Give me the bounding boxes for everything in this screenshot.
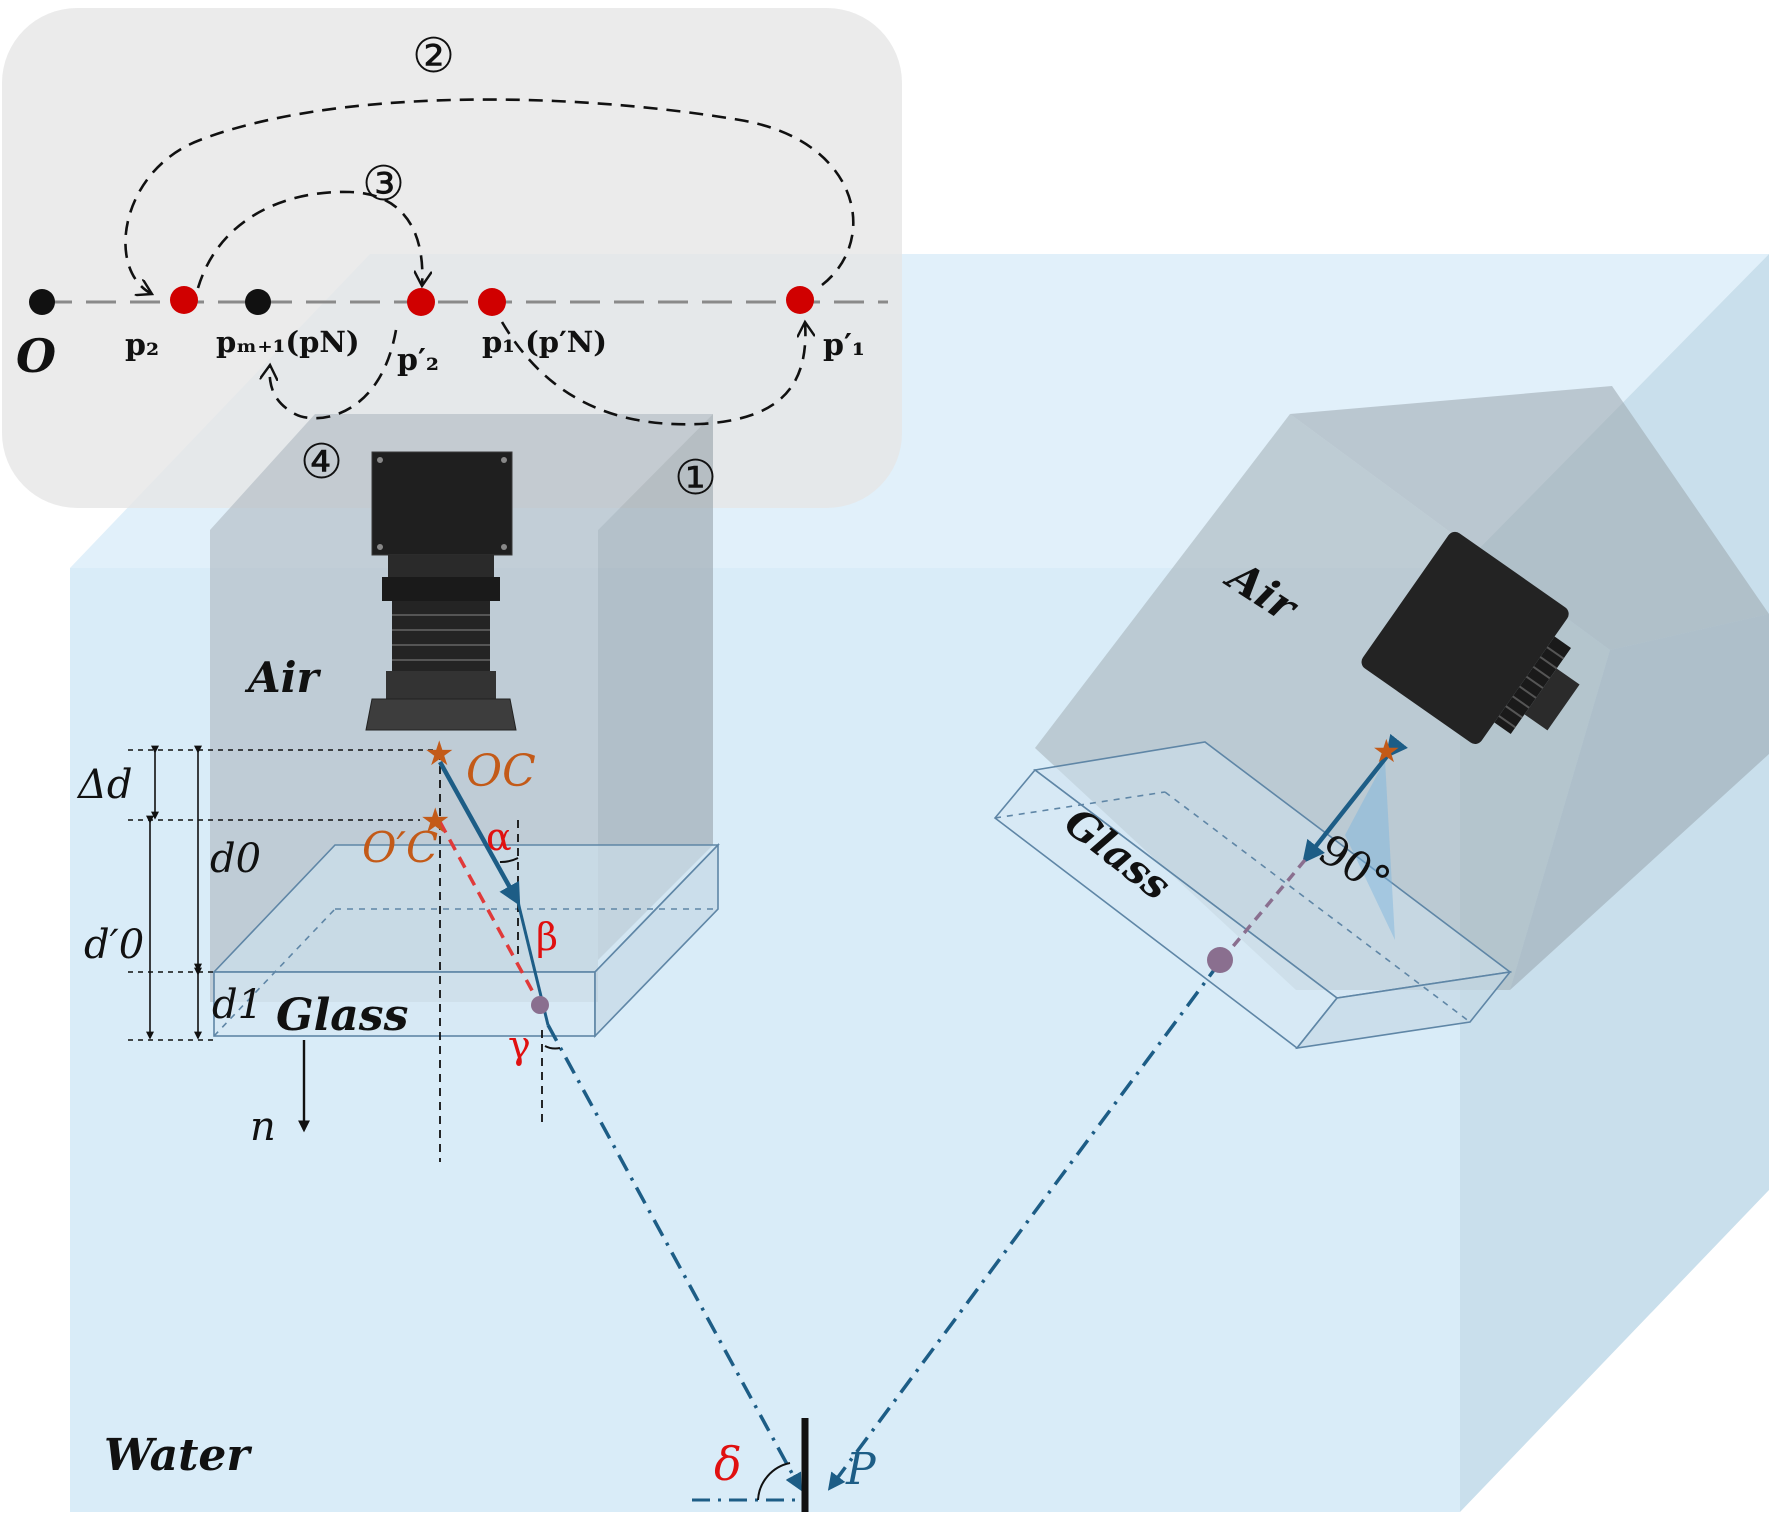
oc-prime-label: O′C (362, 823, 438, 872)
d1-label: d1 (212, 982, 263, 1028)
left-glass-side-face (594, 843, 719, 1038)
point-p1-dot (478, 288, 506, 316)
right-glass-slab (993, 741, 1513, 1050)
right-air-box-side (1290, 386, 1769, 650)
step-2-label: ② (412, 28, 455, 84)
alpha-arc (499, 857, 519, 864)
right-refraction-point (1207, 947, 1233, 973)
label-p1prime: p′₁ (823, 328, 865, 363)
right-camera-star-icon: ★ (1372, 732, 1401, 770)
step-4-arc (270, 329, 398, 420)
point-p-label: P (845, 1444, 877, 1495)
point-p1prime-dot (786, 286, 814, 314)
step-4-label: ④ (300, 434, 343, 490)
point-o-dot (29, 289, 55, 315)
right-air-box-lower (1510, 614, 1769, 990)
incident-ray-right (1302, 733, 1408, 864)
oc-prime-star-icon: ★ (420, 801, 450, 841)
label-p2prime: p′₂ (397, 343, 439, 378)
right-glass-side-face (1295, 970, 1512, 1050)
left-air-box-side (598, 414, 713, 960)
left-refraction-point (531, 996, 549, 1014)
delta-d-label: Δd (76, 762, 133, 808)
step-3-label: ③ (362, 156, 405, 212)
step-3-arc (196, 190, 422, 289)
d0-prime-label: d′0 (84, 922, 144, 968)
left-camera-icon (365, 451, 517, 731)
alpha-label: α (486, 815, 512, 859)
water-ray-left (546, 1024, 802, 1492)
gamma-arc (544, 1045, 561, 1050)
sequence-panel (2, 8, 902, 508)
label-p2: p₂ (125, 328, 159, 363)
label-pm1: pₘ₊₁(pN) (216, 325, 360, 359)
point-p2prime-dot (407, 288, 435, 316)
step-1-arc (500, 322, 805, 426)
n-label: n (250, 1104, 276, 1150)
step-arcs (124, 98, 855, 426)
oc-label: OC (466, 746, 536, 797)
delta-arc (757, 1462, 791, 1501)
label-p1: p₁ (p′N) (482, 325, 607, 359)
label-o: O (16, 329, 56, 383)
water-ray-right (827, 960, 1222, 1491)
left-glass-label: Glass (276, 990, 408, 1041)
incident-ray (438, 760, 521, 906)
d0-label: d0 (210, 836, 261, 882)
step-1-label: ① (674, 450, 717, 506)
virtual-ray-right (1218, 858, 1307, 964)
virtual-ray (438, 821, 542, 1006)
left-air-label: Air (244, 653, 322, 702)
point-pm1-dot (245, 289, 271, 315)
water-label: Water (104, 1430, 252, 1481)
delta-label: δ (714, 1437, 742, 1491)
point-p2-dot (170, 286, 198, 314)
beta-label: β (536, 915, 558, 959)
right-camera-icon (1361, 531, 1580, 744)
dimension-lines (128, 745, 440, 1133)
oc-star-icon: ★ (424, 734, 454, 774)
gamma-label: γ (508, 1023, 531, 1067)
